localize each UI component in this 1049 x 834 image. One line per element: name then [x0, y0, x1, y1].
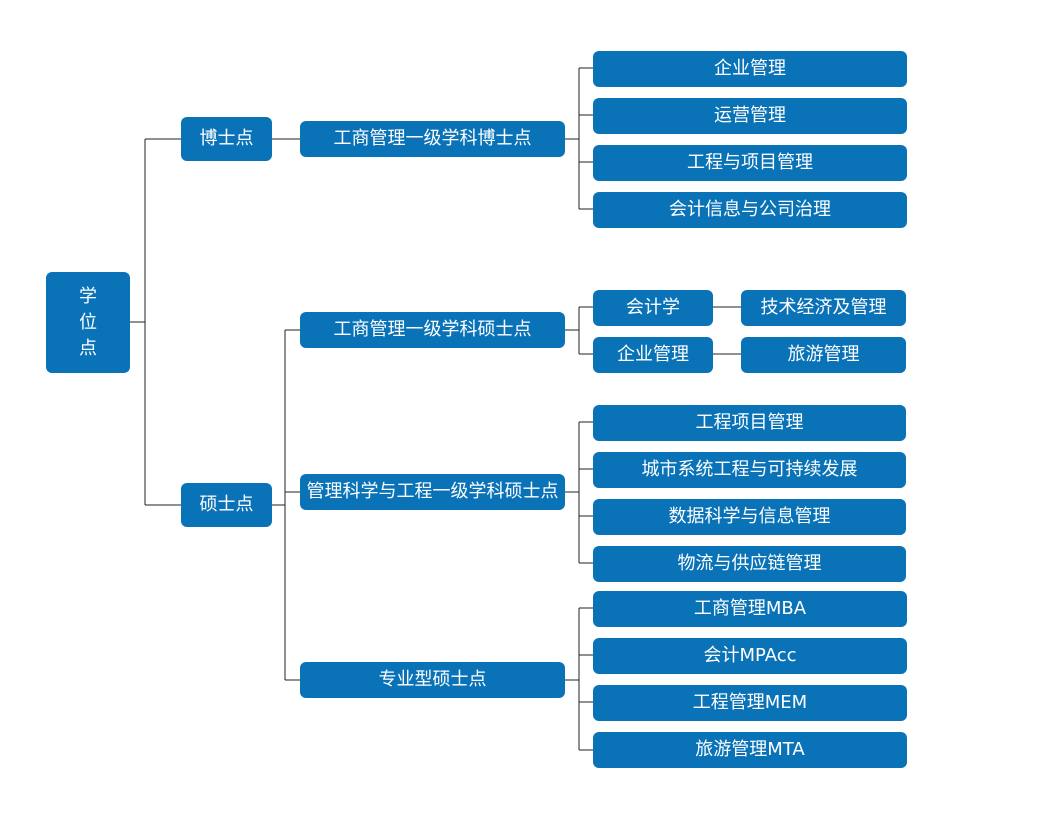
leaf-master-enterprise: 企业管理	[593, 337, 713, 373]
node-phd-programs: 博士点	[181, 117, 272, 161]
root-char-2: 位	[79, 311, 97, 333]
leaf-phd-item: 运营管理	[593, 98, 907, 134]
node-master-programs: 硕士点	[181, 483, 272, 527]
leaf-phd-item: 企业管理	[593, 51, 907, 87]
root-char-3: 点	[79, 337, 97, 359]
leaf-professional-item: 工程管理MEM	[593, 685, 907, 721]
root-char-1: 学	[79, 285, 97, 307]
leaf-master-tech-economics: 技术经济及管理	[741, 290, 906, 326]
leaf-master-tourism: 旅游管理	[741, 337, 906, 373]
node-master-business-admin: 工商管理一级学科硕士点	[300, 312, 565, 348]
leaf-master-accounting: 会计学	[593, 290, 713, 326]
leaf-phd-item: 工程与项目管理	[593, 145, 907, 181]
leaf-professional-item: 工商管理MBA	[593, 591, 907, 627]
node-phd-business-admin: 工商管理一级学科博士点	[300, 121, 565, 157]
root-node-degree-programs: 学 位 点	[46, 272, 130, 373]
leaf-mse-item: 物流与供应链管理	[593, 546, 906, 582]
leaf-mse-item: 城市系统工程与可持续发展	[593, 452, 906, 488]
leaf-mse-item: 工程项目管理	[593, 405, 906, 441]
node-master-mse: 管理科学与工程一级学科硕士点	[300, 474, 565, 510]
node-master-professional: 专业型硕士点	[300, 662, 565, 698]
leaf-professional-item: 旅游管理MTA	[593, 732, 907, 768]
leaf-mse-item: 数据科学与信息管理	[593, 499, 906, 535]
leaf-professional-item: 会计MPAcc	[593, 638, 907, 674]
leaf-phd-item: 会计信息与公司治理	[593, 192, 907, 228]
